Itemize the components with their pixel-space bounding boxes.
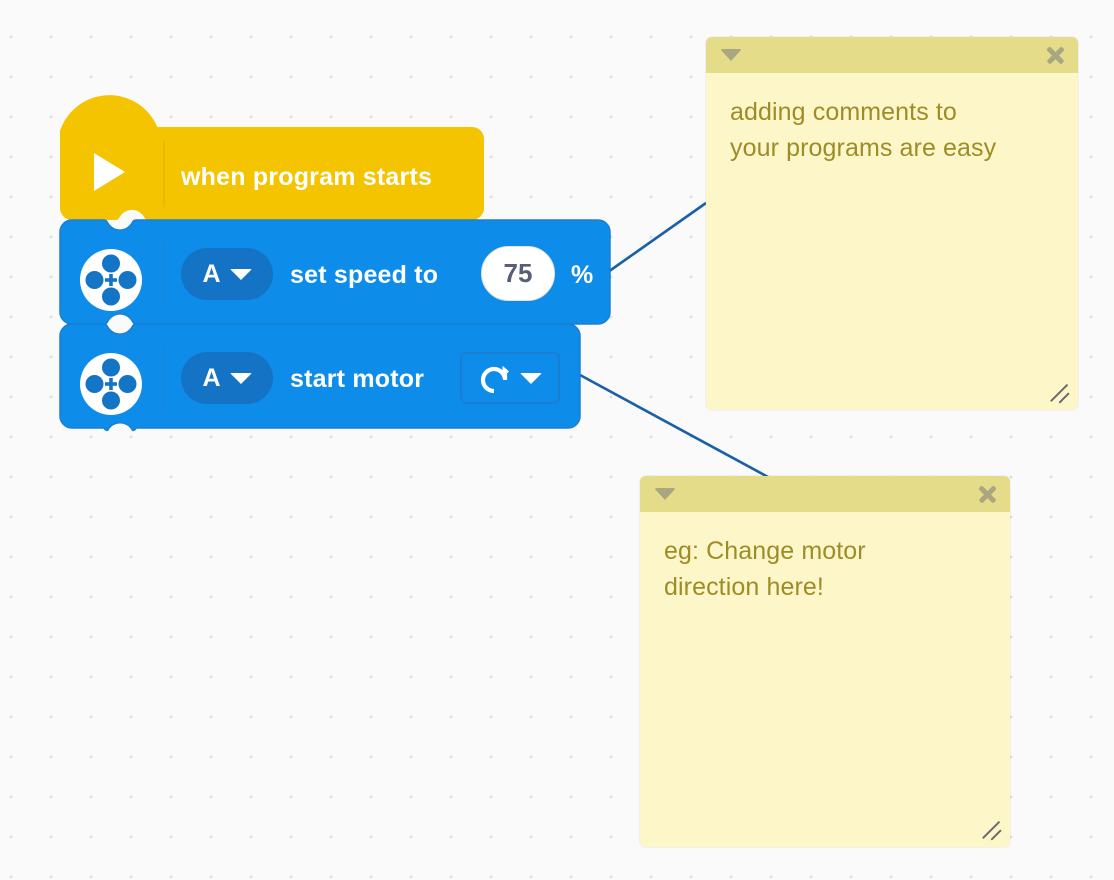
hat-block-shape[interactable] (59, 95, 485, 220)
block-stack[interactable]: when program starts A set speed to 75 % (0, 0, 640, 450)
triangle-down-icon[interactable] (654, 488, 676, 500)
port-dropdown[interactable]: A (181, 352, 273, 404)
comment-body[interactable]: eg: Change motor direction here! (640, 512, 1010, 847)
motor-icon (80, 353, 142, 415)
comment-text[interactable]: adding comments to your programs are eas… (730, 98, 997, 162)
chevron-down-icon (229, 372, 252, 384)
port-dropdown[interactable]: A (181, 248, 273, 300)
speed-value-input[interactable]: 75 (481, 246, 555, 301)
speed-value: 75 (503, 258, 533, 288)
direction-dropdown[interactable] (460, 352, 560, 404)
comment-header[interactable] (640, 476, 1010, 512)
resize-grip-icon[interactable] (980, 818, 1002, 841)
rotate-clockwise-icon (480, 365, 509, 394)
triangle-down-icon[interactable] (720, 49, 742, 61)
hat-block-label: when program starts (181, 163, 433, 191)
comment-text[interactable]: eg: Change motor direction here! (664, 537, 866, 601)
play-triangle-icon (94, 153, 125, 191)
chevron-down-icon (229, 268, 252, 280)
port-dropdown-value: A (202, 259, 221, 288)
comment-header[interactable] (706, 37, 1078, 73)
start-motor-label: start motor (290, 365, 425, 393)
resize-grip-icon[interactable] (1048, 381, 1070, 404)
percent-unit-label: % (571, 261, 594, 289)
comment-box[interactable]: eg: Change motor direction here! (640, 476, 1010, 847)
comment-body[interactable]: adding comments to your programs are eas… (706, 73, 1078, 410)
chevron-down-icon (520, 372, 542, 384)
set-speed-label: set speed to (290, 261, 439, 289)
port-dropdown-value: A (202, 363, 221, 392)
close-icon[interactable] (1044, 44, 1066, 66)
comment-box[interactable]: adding comments to your programs are eas… (706, 37, 1078, 410)
start-motor-block-shape[interactable] (59, 323, 581, 432)
motor-icon (80, 249, 142, 311)
close-icon[interactable] (976, 483, 998, 505)
